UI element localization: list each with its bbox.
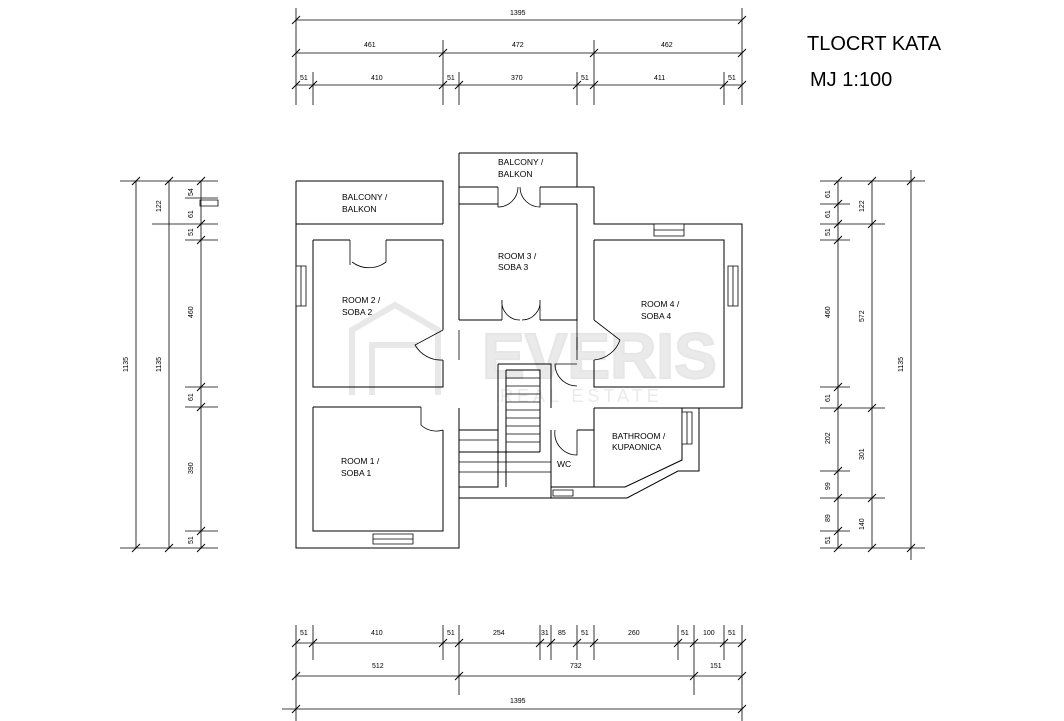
dim-top-total: 1395 bbox=[510, 10, 526, 17]
dim-right-301: 301 bbox=[859, 448, 866, 460]
dim-left-51b: 51 bbox=[188, 536, 195, 544]
dim-left-61b: 61 bbox=[188, 393, 195, 401]
dim-top-472: 472 bbox=[512, 42, 524, 49]
dim-left-122: 122 bbox=[156, 200, 163, 212]
dim-right-61a: 61 bbox=[825, 190, 832, 198]
dim-top-r2-0: 51 bbox=[300, 75, 308, 82]
dim-top-r2-6: 51 bbox=[728, 75, 736, 82]
dim-bot-r1-7: 260 bbox=[628, 630, 640, 637]
dim-top-r2-3: 370 bbox=[511, 75, 523, 82]
room-label-balcony-left-2: BALKON bbox=[342, 204, 377, 214]
room-label-balcony-top: BALCONY / bbox=[498, 157, 544, 167]
dim-right-51a: 51 bbox=[825, 228, 832, 236]
dim-bot-r1-4: 31 bbox=[541, 630, 549, 637]
dim-right-460: 460 bbox=[825, 306, 832, 318]
dim-right-140: 140 bbox=[859, 518, 866, 530]
watermark-logo-icon bbox=[352, 305, 438, 395]
room-label-room3-2: SOBA 3 bbox=[498, 262, 529, 272]
dim-right-61c: 61 bbox=[825, 394, 832, 402]
dim-top-r2-2: 51 bbox=[447, 75, 455, 82]
dim-bot-r1-6: 51 bbox=[581, 630, 589, 637]
plan-title: TLOCRT KATA bbox=[807, 33, 942, 55]
dim-bot-r1-8: 51 bbox=[681, 630, 689, 637]
left-dimension-labels: 1135 1135 122 54 61 51 460 61 390 51 bbox=[123, 188, 195, 544]
dim-bot-r1-0: 51 bbox=[300, 630, 308, 637]
walls bbox=[296, 153, 742, 548]
dim-right-total: 1135 bbox=[898, 357, 905, 372]
dim-left-total-inner: 1135 bbox=[156, 357, 163, 372]
dim-bot-r1-2: 51 bbox=[447, 630, 455, 637]
dim-bot-r2-0: 512 bbox=[372, 663, 384, 670]
room-label-room4: ROOM 4 / bbox=[641, 299, 680, 309]
watermark: EVERIS REAL ESTATE bbox=[352, 305, 718, 406]
bottom-dimension-labels: 51 410 51 254 31 85 51 260 51 100 51 512… bbox=[300, 630, 736, 705]
dim-bot-r2-1: 732 bbox=[570, 663, 582, 670]
room-label-room1: ROOM 1 / bbox=[341, 456, 380, 466]
dim-left-total-outer: 1135 bbox=[123, 357, 130, 372]
room-label-balcony-left: BALCONY / bbox=[342, 192, 388, 202]
room-label-room2-2: SOBA 2 bbox=[342, 307, 373, 317]
dim-right-122: 122 bbox=[859, 200, 866, 212]
dim-right-99: 99 bbox=[825, 482, 832, 490]
room-label-room2: ROOM 2 / bbox=[342, 295, 381, 305]
dimension-ticks bbox=[132, 16, 915, 713]
dim-bot-total: 1395 bbox=[510, 698, 526, 705]
right-dimension-labels: 61 61 51 460 61 202 99 89 51 122 572 301… bbox=[825, 190, 905, 544]
dim-top-r2-5: 411 bbox=[654, 75, 665, 82]
room-label-bathroom: BATHROOM / bbox=[612, 431, 666, 441]
watermark-tagline: REAL ESTATE bbox=[500, 386, 663, 406]
dim-bot-r1-10: 51 bbox=[728, 630, 736, 637]
plan-scale: MJ 1:100 bbox=[810, 69, 892, 91]
room-label-balcony-top-2: BALKON bbox=[498, 169, 533, 179]
dim-right-89: 89 bbox=[825, 514, 832, 522]
doors bbox=[350, 187, 620, 455]
dim-bot-r1-1: 410 bbox=[371, 630, 383, 637]
dimension-lines bbox=[120, 8, 925, 721]
dim-bot-r2-2: 151 bbox=[710, 663, 722, 670]
dim-left-460: 460 bbox=[188, 306, 195, 318]
room-label-wc: WC bbox=[557, 459, 571, 469]
dim-left-390: 390 bbox=[188, 462, 195, 474]
staircase bbox=[459, 378, 551, 472]
dim-left-51a: 51 bbox=[188, 228, 195, 236]
dim-left-54: 54 bbox=[188, 188, 195, 196]
room-label-bathroom-2: KUPAONICA bbox=[612, 442, 662, 452]
room-label-room3: ROOM 3 / bbox=[498, 251, 537, 261]
room-labels: BALCONY / BALKON BALCONY / BALKON ROOM 3… bbox=[341, 157, 680, 478]
dim-left-61a: 61 bbox=[188, 210, 195, 218]
dim-right-61b: 61 bbox=[825, 210, 832, 218]
dim-top-r2-1: 410 bbox=[371, 75, 383, 82]
top-dimension-labels: 1395 461 472 462 51 410 51 370 51 411 51 bbox=[300, 10, 736, 82]
dim-top-r2-4: 51 bbox=[581, 75, 589, 82]
dim-bot-r1-9: 100 bbox=[703, 630, 715, 637]
dim-top-462: 462 bbox=[661, 42, 673, 49]
dim-right-51b: 51 bbox=[825, 536, 832, 544]
room-label-room1-2: SOBA 1 bbox=[341, 468, 372, 478]
dim-right-202: 202 bbox=[825, 432, 832, 444]
dim-bot-r1-5: 85 bbox=[558, 630, 566, 637]
windows bbox=[200, 200, 738, 544]
watermark-name: EVERIS bbox=[482, 320, 717, 392]
dim-bot-r1-3: 254 bbox=[493, 630, 505, 637]
dim-top-461: 461 bbox=[364, 42, 376, 49]
dim-right-572: 572 bbox=[859, 310, 866, 322]
room-label-room4-2: SOBA 4 bbox=[641, 311, 672, 321]
